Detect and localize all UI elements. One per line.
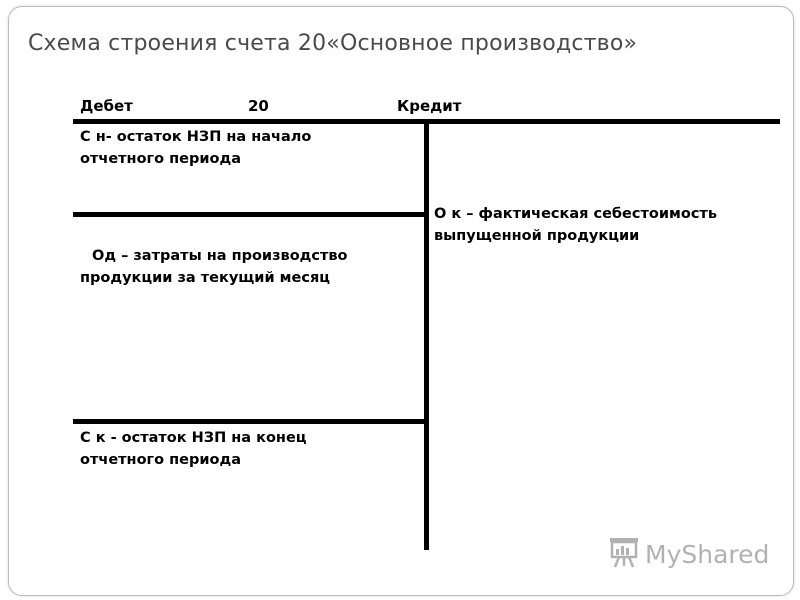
presentation-board-icon [607,536,641,572]
slide-frame [8,6,794,596]
closing-balance-text: С к - остаток НЗП на конец отчетного пер… [80,430,307,468]
watermark-logo: MyShared [607,538,769,570]
debit-label: Дебет [80,97,133,115]
credit-label: Кредит [397,97,462,115]
debit-turnover-text: Од – затраты на производство продукции з… [80,248,348,286]
opening-balance-divider [73,212,429,217]
account-number: 20 [248,97,269,115]
credit-turnover-text: О к – фактическая себестоимость выпущенн… [434,206,717,244]
closing-balance-divider [73,419,429,424]
t-account-vertical-line [424,119,429,550]
page-title: Схема строения счета 20«Основное произво… [28,31,638,56]
opening-balance-text: С н- остаток НЗП на начало отчетного пер… [80,129,312,167]
watermark-text: MyShared [645,539,770,569]
